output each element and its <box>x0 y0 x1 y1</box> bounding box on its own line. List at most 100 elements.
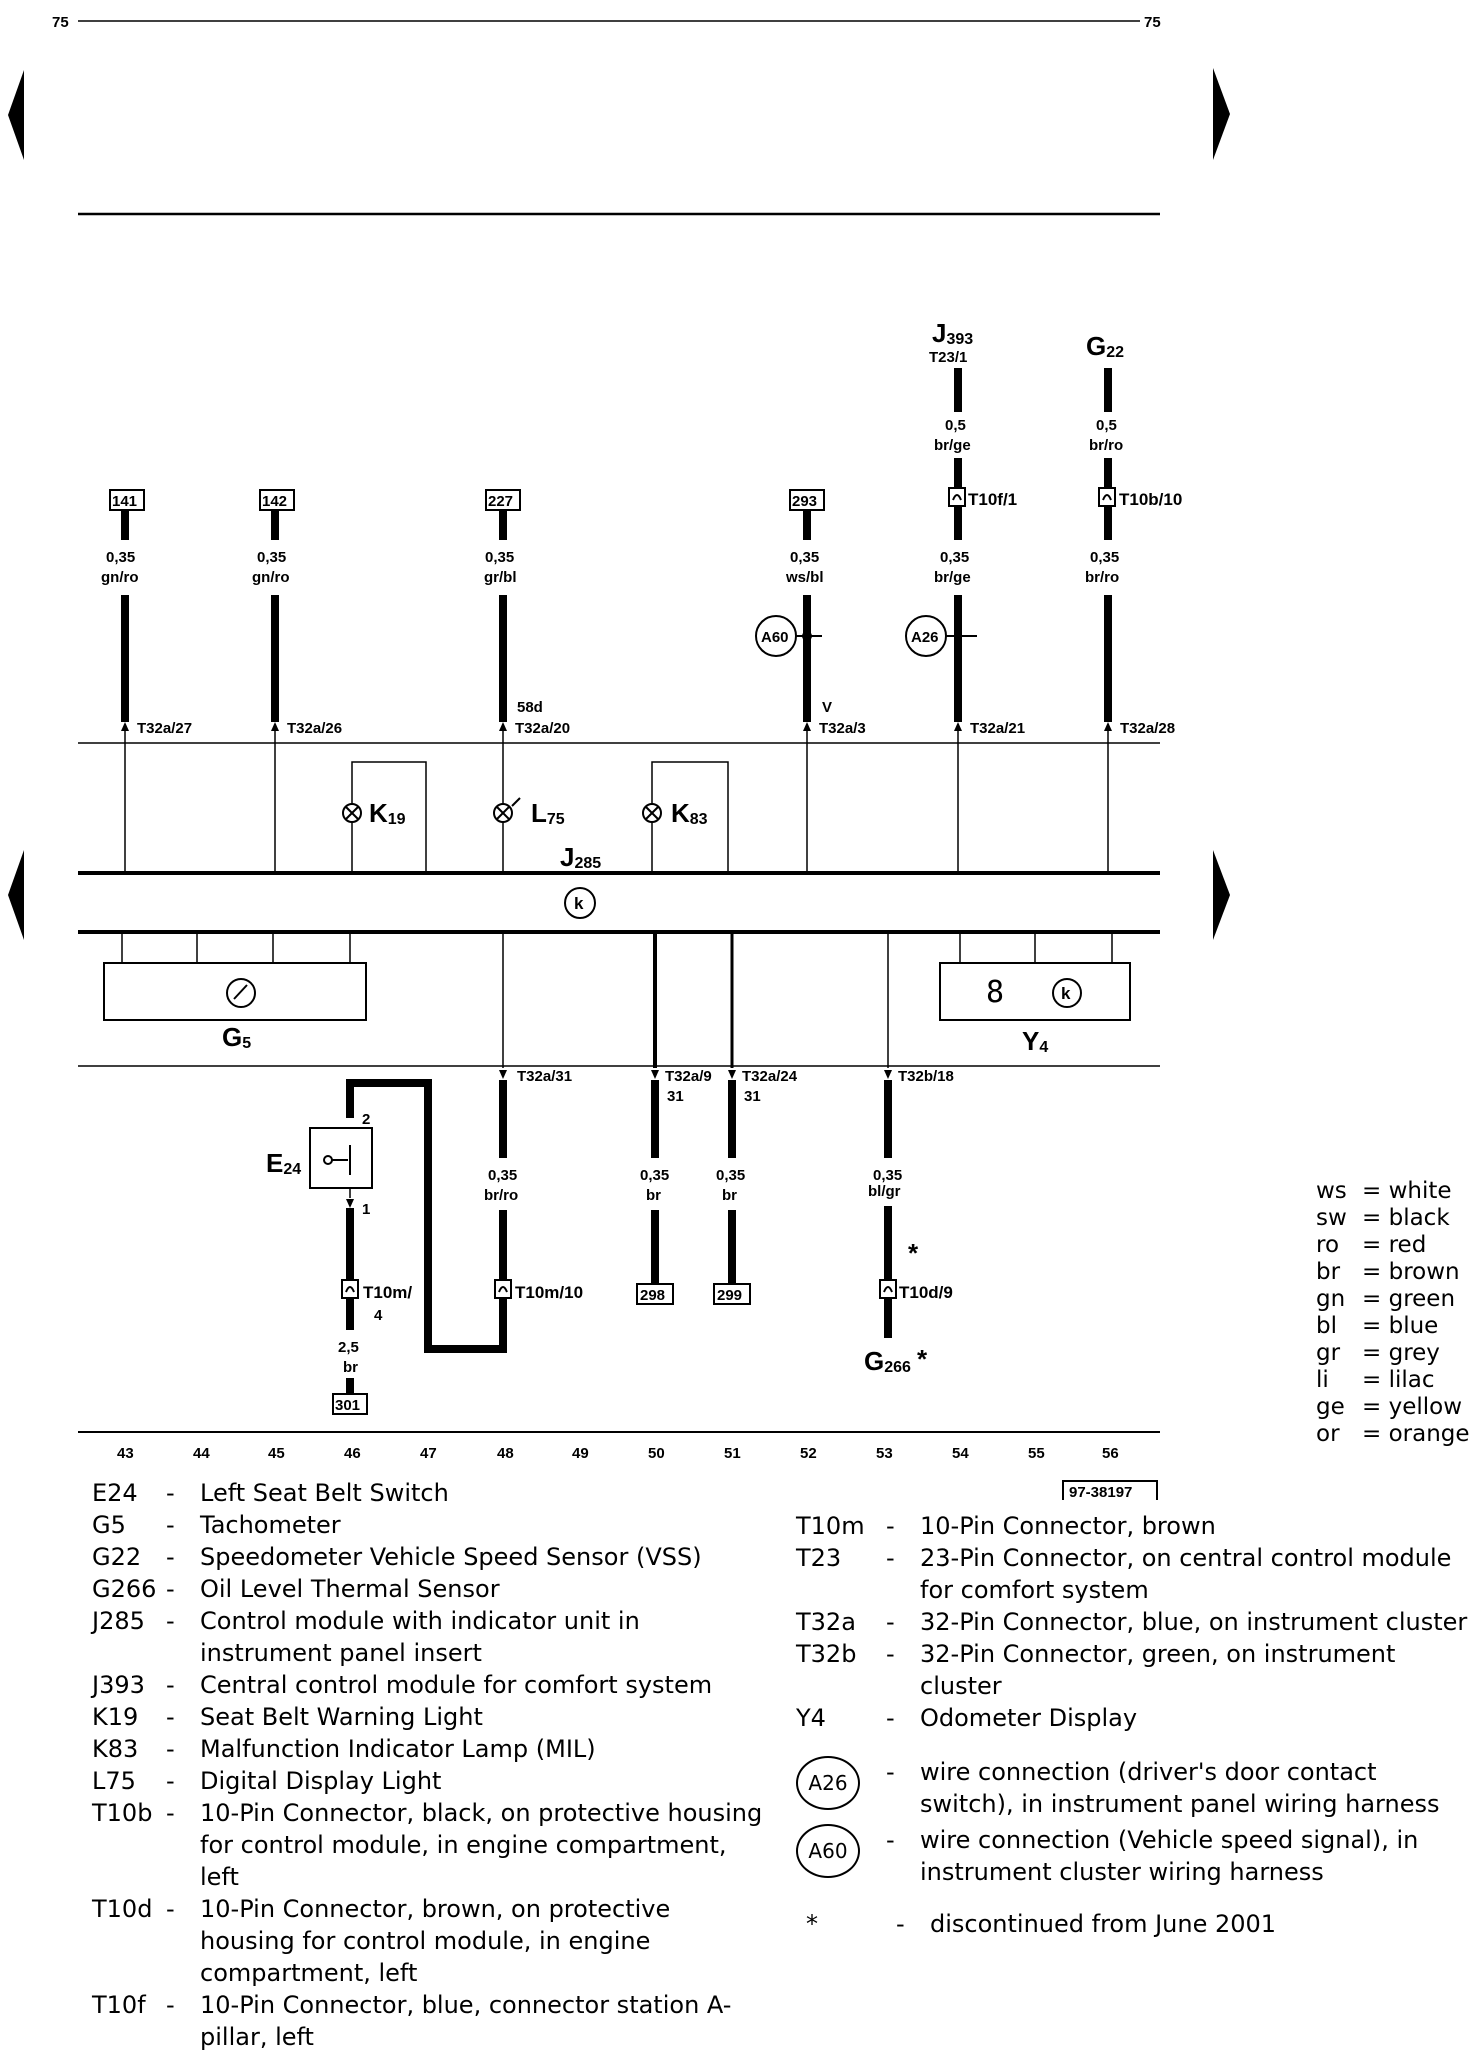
a60-circle-icon: A60 <box>796 1824 860 1878</box>
legend-item: L75-Digital Display Light <box>92 1767 442 1795</box>
col-46: 46 <box>344 1445 361 1462</box>
legend-item: T10m-10-Pin Connector, brown <box>796 1512 1216 1540</box>
color-key-row: gr= grey <box>1316 1340 1440 1366</box>
terminal-31-b: 31 <box>744 1088 761 1105</box>
y4-odometer-display <box>939 962 1131 1021</box>
col-50: 50 <box>648 1445 665 1462</box>
ref-box-298 <box>636 1283 674 1305</box>
wire-48-color: br/ro <box>484 1187 518 1204</box>
prev-page-arrow-icon[interactable] <box>8 70 24 160</box>
wire-j393-color-b: br/ge <box>934 569 971 586</box>
connector-t10f-1: T10f/1 <box>968 490 1017 509</box>
j393-pin: T23/1 <box>929 349 967 366</box>
k83-label: K83 <box>671 798 708 828</box>
color-key-row: ws= white <box>1316 1178 1452 1204</box>
e24-pin-2: 2 <box>362 1111 370 1128</box>
legend-item: K83-Malfunction Indicator Lamp (MIL) <box>92 1735 596 1763</box>
col-54: 54 <box>952 1445 969 1462</box>
pin-arrow-icon <box>499 1070 507 1079</box>
wire-53-color: bl/gr <box>868 1183 901 1200</box>
color-key-row: bl= blue <box>1316 1313 1439 1339</box>
g22-label: G22 <box>1086 331 1124 361</box>
k19-label: K19 <box>369 798 406 828</box>
legend-item: A26 - wire connection (driver's door con… <box>796 1756 1472 1820</box>
color-key-row: or= orange <box>1316 1421 1470 1447</box>
pin-arrow-icon <box>271 722 279 731</box>
col-45: 45 <box>268 1445 285 1462</box>
wire-g22-color-a: br/ro <box>1089 437 1123 454</box>
buzzer-icon <box>1052 978 1082 1008</box>
color-key-row: gn= green <box>1316 1286 1456 1312</box>
wire-g22-size-b: 0,35 <box>1090 549 1119 566</box>
warning-buzzer-icon <box>564 887 596 919</box>
connector-t10d-9: T10d/9 <box>899 1283 953 1302</box>
wire-293-color: ws/bl <box>785 569 824 586</box>
col-55: 55 <box>1028 1445 1045 1462</box>
prev-arrow-icon[interactable] <box>8 850 24 940</box>
wire-141-color: gn/ro <box>101 569 139 586</box>
connector-t10m-4a: T10m/ <box>363 1283 412 1302</box>
legend-item: T10f-10-Pin Connector, blue, connector s… <box>92 1991 732 2051</box>
legend-item: G22-Speedometer Vehicle Speed Sensor (VS… <box>92 1543 702 1571</box>
wire-j393-size-a: 0,5 <box>945 417 966 434</box>
ref-code: 97-38197 <box>1069 1484 1132 1500</box>
ref-227: 227 <box>488 493 513 510</box>
y4-label: Y4 <box>1022 1026 1048 1056</box>
ref-142: 142 <box>262 493 287 510</box>
pin-arrow-icon <box>651 1070 659 1079</box>
legend-item: T32a-32-Pin Connector, blue, on instrume… <box>796 1608 1468 1636</box>
l75-label: L75 <box>531 798 565 828</box>
pin-t32a-27: T32a/27 <box>137 720 192 737</box>
a26-label: A26 <box>911 629 939 646</box>
e24-label: E24 <box>266 1148 301 1178</box>
ref-box-301 <box>332 1393 368 1415</box>
wire-50-color: br <box>646 1187 661 1204</box>
digit-display-icon: 8 <box>986 975 1004 1010</box>
col-51: 51 <box>724 1445 741 1462</box>
wire-e24-loop <box>346 1079 507 1353</box>
wire-142-color: gn/ro <box>252 569 290 586</box>
g266-label: G266* <box>864 1344 928 1376</box>
color-key-row: br= brown <box>1316 1259 1460 1285</box>
legend-item: *-discontinued from June 2001 <box>806 1910 1277 1938</box>
pin-t32a-20: T32a/20 <box>515 720 570 737</box>
wire-141-size: 0,35 <box>106 549 135 566</box>
pin-arrow-icon <box>121 722 129 731</box>
ref-298: 298 <box>640 1287 665 1304</box>
legend-item: T32b-32-Pin Connector, green, on instrum… <box>796 1640 1396 1700</box>
next-arrow-icon[interactable] <box>1213 850 1230 940</box>
g5-tachometer <box>103 962 367 1021</box>
pin-t32a-3: T32a/3 <box>819 720 866 737</box>
pin-t32a-21: T32a/21 <box>970 720 1025 737</box>
k-symbol: k <box>574 894 584 913</box>
connector-icon <box>1098 487 1116 507</box>
e24-switch <box>309 1127 373 1189</box>
ref-box-299 <box>713 1283 751 1305</box>
wire-j393-color-a: br/ge <box>934 437 971 454</box>
wire-46-size: 2,5 <box>338 1339 359 1356</box>
connector-icon <box>341 1279 359 1299</box>
legend-item: K19-Seat Belt Warning Light <box>92 1703 483 1731</box>
connector-icon <box>879 1279 897 1299</box>
wire-51-color: br <box>722 1187 737 1204</box>
pin-t32a-26: T32a/26 <box>287 720 342 737</box>
star-mark: * <box>908 1238 919 1268</box>
wire-j393-size-b: 0,35 <box>940 549 969 566</box>
pin-arrow-icon <box>954 722 962 731</box>
col-48: 48 <box>497 1445 514 1462</box>
gauge-icon <box>226 978 256 1008</box>
legend-item: T10b-10-Pin Connector, black, on protect… <box>92 1799 763 1891</box>
col-43: 43 <box>117 1445 134 1462</box>
legend-item: T10d-10-Pin Connector, brown, on protect… <box>92 1895 671 1987</box>
a26-circle-icon: A26 <box>796 1756 860 1810</box>
wire-51-size: 0,35 <box>716 1167 745 1184</box>
col-47: 47 <box>420 1445 437 1462</box>
wire-53-size: 0,35 <box>873 1167 902 1184</box>
pin-t32b-18: T32b/18 <box>898 1068 954 1085</box>
wire-293-size: 0,35 <box>790 549 819 566</box>
next-page-arrow-icon[interactable] <box>1213 68 1230 160</box>
col-49: 49 <box>572 1445 589 1462</box>
legend-item: A60 - wire connection (Vehicle speed sig… <box>796 1824 1472 1888</box>
color-key-row: ge= yellow <box>1316 1394 1463 1420</box>
pin-arrow-icon <box>803 722 811 731</box>
